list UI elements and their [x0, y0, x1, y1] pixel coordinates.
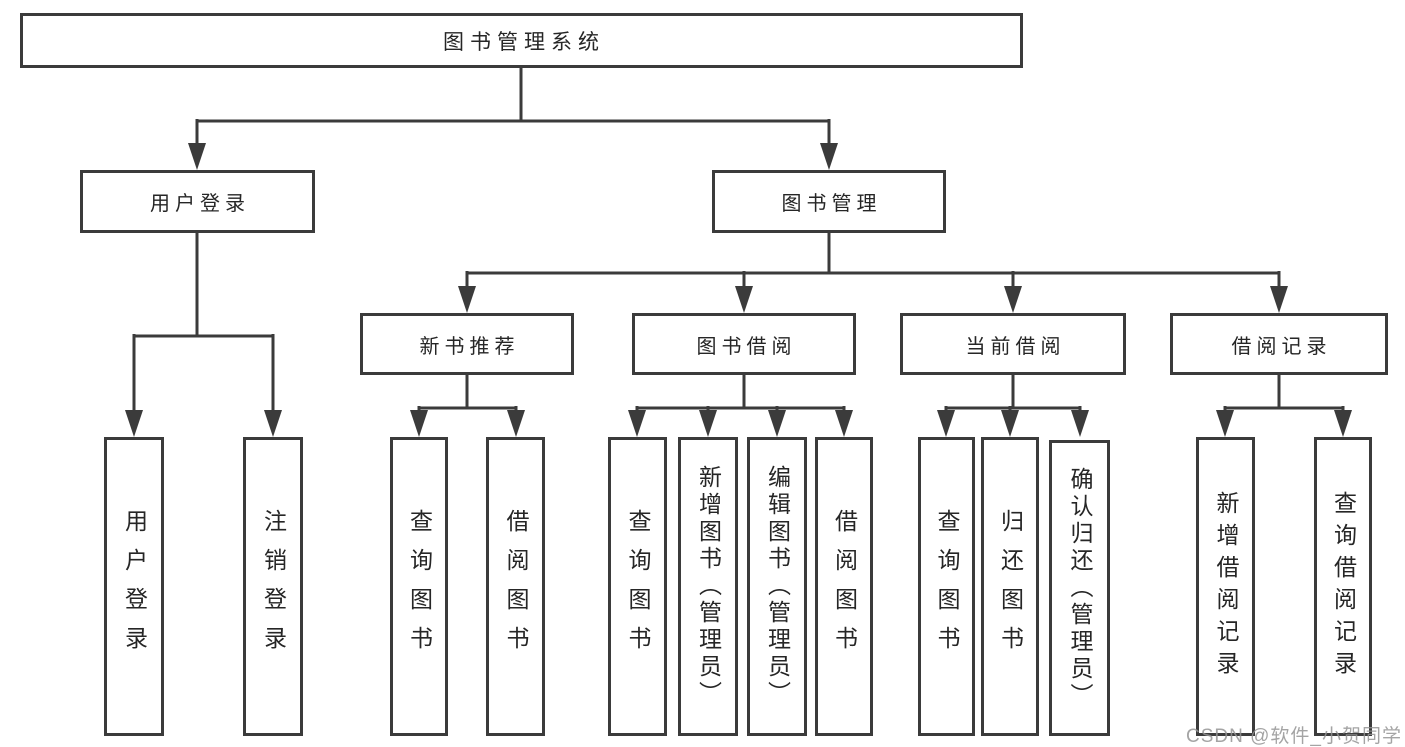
node-book-borrow: 图书借阅: [632, 313, 856, 375]
node-cb-query: 查询图书: [918, 437, 975, 736]
node-root-label: 图书管理系统: [443, 30, 605, 54]
node-bb-query: 查询图书: [608, 437, 667, 736]
node-borrow-record-label: 借阅记录: [1231, 335, 1332, 358]
node-br-add-label: 新增借阅记录: [1213, 490, 1239, 683]
node-nbr-borrow: 借阅图书: [486, 437, 545, 736]
node-book-mgmt-label: 图书管理: [781, 193, 882, 215]
node-nbr-query-label: 查询图书: [406, 508, 433, 665]
node-current-borrow: 当前借阅: [900, 313, 1126, 375]
connector-newbookrec-to-children: [410, 375, 525, 437]
connector-borrowrecord-to-children: [1216, 375, 1352, 437]
connector-userlogin-to-children: [125, 233, 282, 437]
node-borrow-record: 借阅记录: [1170, 313, 1388, 375]
watermark-text: CSDN @软件_小贺同学: [1186, 726, 1402, 747]
node-new-book-rec: 新书推荐: [360, 313, 574, 375]
node-bb-edit-label: 编辑图书（管理员）: [764, 465, 791, 708]
connector-bookborrow-to-children: [628, 375, 853, 437]
node-br-query-label: 查询借阅记录: [1330, 490, 1357, 683]
node-ul-login: 用户登录: [104, 437, 164, 736]
node-cb-confirm-label: 确认归还（管理员）: [1067, 466, 1093, 710]
node-br-add: 新增借阅记录: [1196, 437, 1255, 736]
node-ul-logout: 注销登录: [243, 437, 303, 736]
connector-bookmgmt-to-level3: [458, 233, 1288, 313]
node-bb-borrow: 借阅图书: [815, 437, 873, 736]
node-cb-query-label: 查询图书: [934, 508, 960, 665]
node-bb-edit: 编辑图书（管理员）: [747, 437, 807, 736]
connector-currentborrow-to-children: [937, 375, 1089, 437]
node-current-borrow-label: 当前借阅: [965, 335, 1066, 358]
node-cb-return-label: 归还图书: [997, 508, 1024, 665]
node-new-book-rec-label: 新书推荐: [419, 335, 520, 358]
node-ul-logout-label: 注销登录: [260, 508, 287, 665]
node-bb-add: 新增图书（管理员）: [678, 437, 738, 736]
node-book-borrow-label: 图书借阅: [696, 335, 797, 358]
node-bb-query-label: 查询图书: [625, 508, 651, 665]
node-user-login-label: 用户登录: [150, 193, 250, 215]
node-cb-return: 归还图书: [981, 437, 1039, 736]
node-root: 图书管理系统: [20, 13, 1023, 68]
connector-root-to-level2: [188, 68, 838, 170]
node-cb-confirm: 确认归还（管理员）: [1049, 440, 1110, 736]
node-nbr-query: 查询图书: [390, 437, 448, 736]
node-book-mgmt: 图书管理: [712, 170, 946, 233]
node-nbr-borrow-label: 借阅图书: [503, 508, 529, 665]
node-bb-add-label: 新增图书（管理员）: [695, 465, 722, 708]
node-br-query: 查询借阅记录: [1314, 437, 1372, 736]
node-bb-borrow-label: 借阅图书: [831, 508, 858, 665]
node-ul-login-label: 用户登录: [121, 508, 148, 665]
node-user-login: 用户登录: [80, 170, 315, 233]
